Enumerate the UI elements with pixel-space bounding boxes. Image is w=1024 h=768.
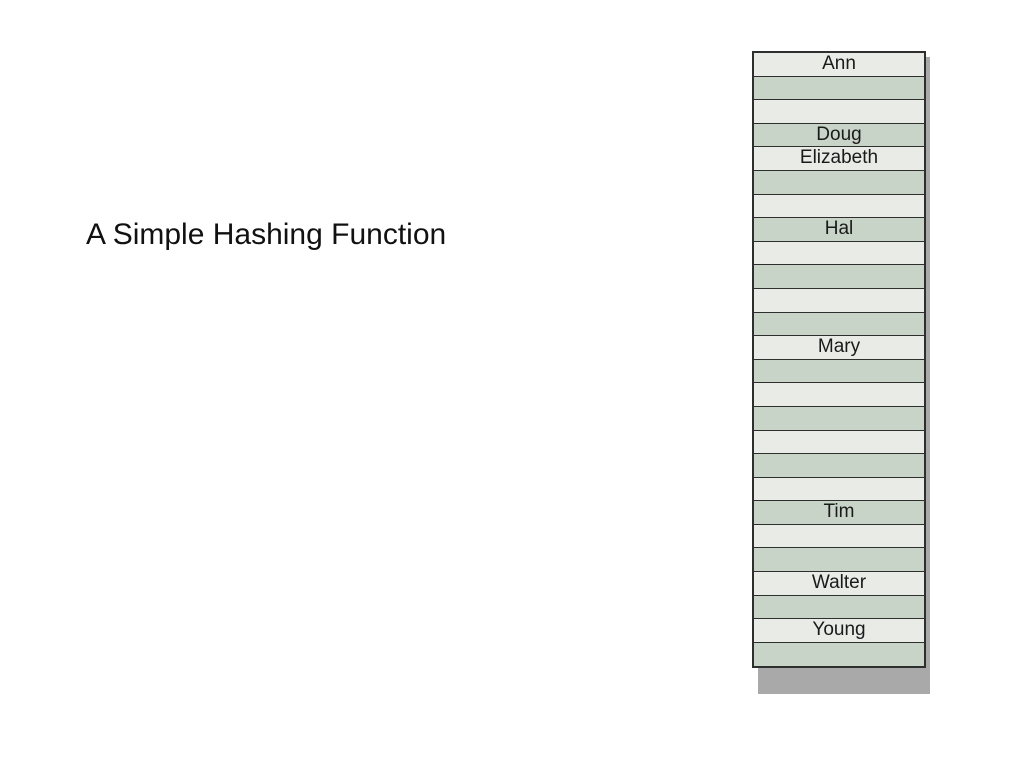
- hash-table-slot: [754, 312, 924, 337]
- hash-table-slot: [754, 642, 924, 667]
- hash-table-slot: [754, 100, 924, 124]
- hash-table-slot: [754, 265, 924, 289]
- hash-table-slot: Walter: [754, 572, 924, 596]
- hash-table-slot: Hal: [754, 218, 924, 242]
- hash-table-slot: [754, 548, 924, 573]
- hash-table-slot: [754, 595, 924, 620]
- hash-table-slot: [754, 194, 924, 219]
- hash-table-slot: Mary: [754, 336, 924, 360]
- hash-table-slot: [754, 477, 924, 502]
- hash-table-slot: Elizabeth: [754, 147, 924, 171]
- hash-table-slot: [754, 170, 924, 195]
- slide-title: A Simple Hashing Function: [86, 218, 447, 251]
- hash-table-slot: Doug: [754, 123, 924, 148]
- hash-table-slot: Tim: [754, 501, 924, 525]
- hash-table-slot: [754, 359, 924, 384]
- hash-table-slot: [754, 430, 924, 455]
- hash-table-slot: [754, 383, 924, 407]
- hash-table-slot: [754, 524, 924, 549]
- hash-table-slot: [754, 288, 924, 313]
- hash-table-slot: Young: [754, 619, 924, 643]
- hash-table-slot: [754, 406, 924, 431]
- hash-table-slot: Ann: [754, 53, 924, 77]
- hash-table-slot: [754, 454, 924, 478]
- hash-table-slot: [754, 241, 924, 266]
- hash-table-slot: [754, 76, 924, 101]
